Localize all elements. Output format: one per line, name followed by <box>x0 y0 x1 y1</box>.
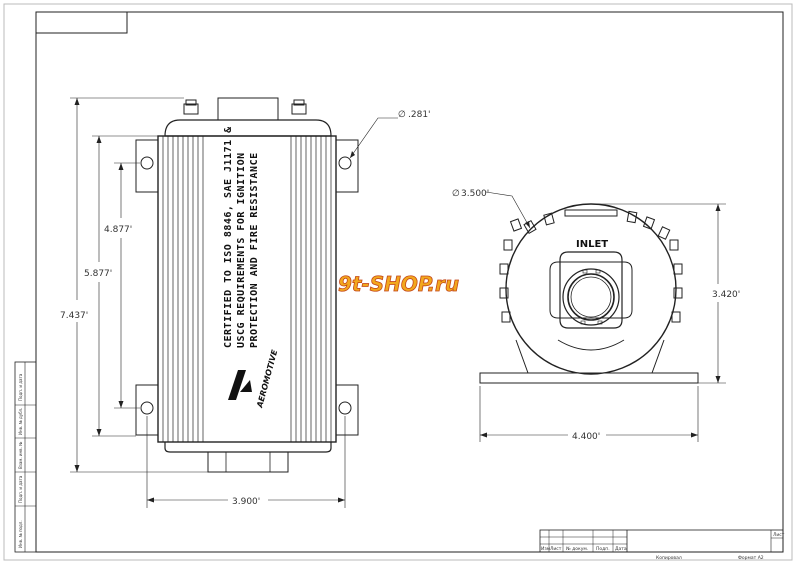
top-left-stamp <box>36 11 128 34</box>
mount-hole-bottom-left <box>140 401 154 415</box>
side-stamp-cell-5: Подп. и дата <box>18 373 23 401</box>
dim-base-width: 4.400' <box>572 432 600 442</box>
front-view <box>135 97 359 473</box>
inner-border <box>35 11 784 553</box>
pump-top-cap <box>164 119 332 137</box>
side-stamp: Инв. № подл. Подп. и дата Взам. инв. № И… <box>14 361 37 553</box>
dim-hole-diameter: .281' <box>408 110 431 120</box>
watermark-logo: 9t-SHOP.ru <box>338 272 460 297</box>
mount-hole-top-left <box>140 156 154 170</box>
side-dimension-arrows <box>480 204 721 438</box>
mount-hole-top-right <box>338 156 352 170</box>
side-body-circle <box>505 203 677 375</box>
side-stamp-cell-3: Взам. инв. № <box>18 442 23 469</box>
pump-body <box>157 135 337 443</box>
front-dimension-arrows <box>74 98 355 503</box>
cert-line-3: PROTECTION AND FIRE RESISTANCE <box>249 152 260 348</box>
pump-outlet-port <box>207 451 289 473</box>
title-cell-izm: Изм <box>541 546 550 552</box>
dim-bolt-outer: 5.877' <box>84 269 112 279</box>
side-view <box>479 203 699 384</box>
cooling-fins <box>162 136 332 442</box>
aeromotive-logo: AEROMOTIVE <box>228 348 279 409</box>
title-block: Изм Лист № докум. Подп. Дата Лист Копиро… <box>539 529 785 561</box>
title-cell-date: Дата <box>615 546 627 552</box>
front-dimension-lines <box>70 97 398 508</box>
brand-logo-text: AEROMOTIVE <box>255 348 279 409</box>
bracket-top-left <box>135 139 159 193</box>
mount-hole-bottom-right <box>338 401 352 415</box>
format-label: Формат А2 <box>738 555 764 561</box>
dim-center-height: 3.420' <box>712 290 740 300</box>
title-cell-sign: Подп. <box>596 546 610 552</box>
dim-body-diameter: 3.500' <box>461 189 489 199</box>
watermark-text: 9t-SHOP.ru <box>338 272 459 296</box>
inlet-port-inner <box>567 273 615 321</box>
dim-mount-width: 3.900' <box>232 497 260 507</box>
title-cell-list: Лист <box>550 546 562 552</box>
inlet-fitting <box>559 251 623 329</box>
copied-label: Копировал <box>656 555 682 561</box>
dim-body-symbol: ∅ <box>452 189 460 199</box>
title-cell-doc: № докум. <box>566 546 588 552</box>
cert-line-2: USCG REQUIREMENTS FOR IGNITION <box>236 152 247 348</box>
cert-line-1: CERTIFIED TO ISO 8846, SAE J1171 & <box>223 126 234 348</box>
outer-border <box>3 3 793 561</box>
side-fins <box>499 210 683 323</box>
side-stamp-cell-4: Инв. № дубл. <box>18 408 23 435</box>
dim-overall-height: 7.437' <box>60 311 88 321</box>
sheet-label: Лист <box>773 532 785 538</box>
side-stamp-cell-1: Инв. № подл. <box>18 520 23 548</box>
dim-bolt-inner: 4.877' <box>104 225 132 235</box>
inlet-label: INLET <box>576 239 608 250</box>
side-dimension-lines <box>479 191 726 442</box>
certification-label: CERTIFIED TO ISO 8846, SAE J1171 & USCG … <box>223 126 260 348</box>
dim-hole-symbol: ∅ <box>398 110 406 120</box>
side-stamp-cell-2: Подп. и дата <box>18 475 23 503</box>
inlet-port-outer <box>562 268 620 326</box>
